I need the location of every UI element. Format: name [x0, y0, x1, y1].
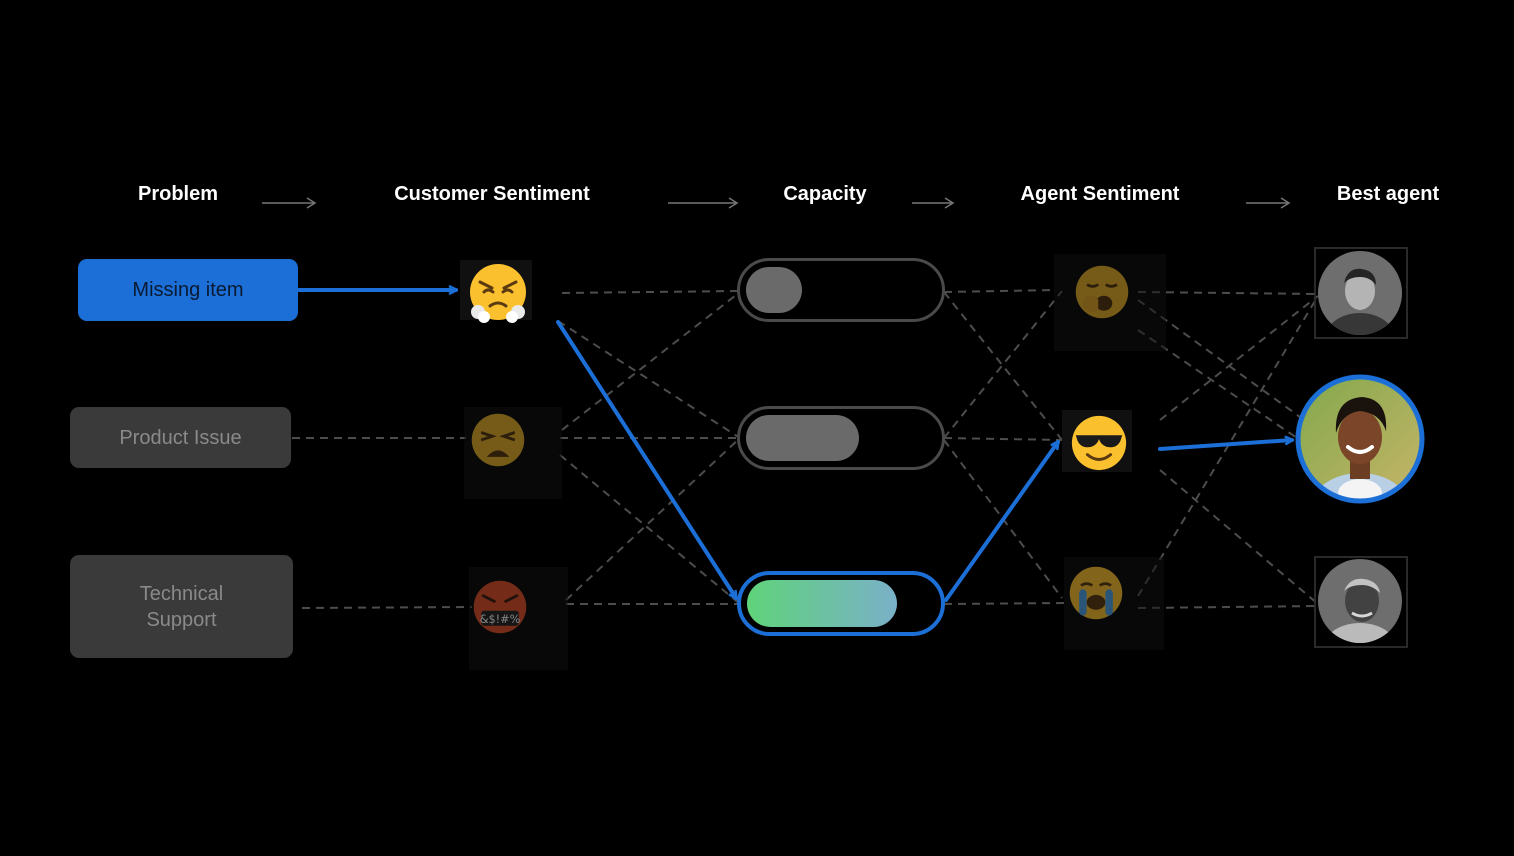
emoji-tile [1054, 254, 1166, 351]
column-title-customer-sentiment: Customer Sentiment [394, 183, 590, 205]
capacity-pill-low[interactable] [737, 258, 945, 322]
capacity-fill [746, 267, 802, 313]
capacity-fill [746, 415, 859, 461]
problem-label: Missing item [132, 279, 244, 301]
capacity-fill [747, 580, 897, 627]
problem-label-line1: Technical [139, 582, 224, 605]
weary-face-icon[interactable] [468, 410, 528, 470]
cursing-face-icon[interactable]: &$!#% [470, 577, 530, 637]
problem-product-issue[interactable]: Product Issue [70, 407, 291, 468]
agent-avatar-woman-icon[interactable] [1294, 373, 1426, 505]
cursing-symbols: &$!#% [480, 613, 521, 626]
column-title-agent-sentiment: Agent Sentiment [1020, 183, 1180, 205]
crying-face-icon[interactable] [1066, 563, 1126, 623]
agent-avatar-man-icon[interactable] [1318, 251, 1402, 335]
column-title-problem: Problem [137, 183, 219, 205]
capacity-pill-medium[interactable] [737, 406, 945, 470]
avatar-frame [1314, 247, 1408, 339]
step-arrow-icon [668, 197, 739, 209]
step-arrow-icon [262, 197, 317, 209]
emoji-tile [464, 407, 562, 499]
avatar-frame [1314, 556, 1408, 648]
agent-avatar-older-man-icon[interactable] [1318, 559, 1402, 643]
problem-technical-support[interactable]: Technical Support [70, 555, 293, 658]
step-arrow-icon [912, 197, 955, 209]
yawning-face-icon[interactable] [1072, 262, 1132, 322]
steaming-face-icon[interactable] [466, 262, 530, 326]
column-title-best-agent: Best agent [1336, 183, 1440, 205]
sunglasses-face-icon[interactable] [1068, 412, 1130, 474]
problem-missing-item[interactable]: Missing item [78, 259, 298, 321]
problem-label-line2: Support [146, 608, 217, 631]
capacity-pill-selected[interactable] [737, 571, 945, 636]
problem-label: Product Issue [119, 426, 242, 449]
column-title-capacity: Capacity [783, 183, 867, 205]
step-arrow-icon [1246, 197, 1291, 209]
